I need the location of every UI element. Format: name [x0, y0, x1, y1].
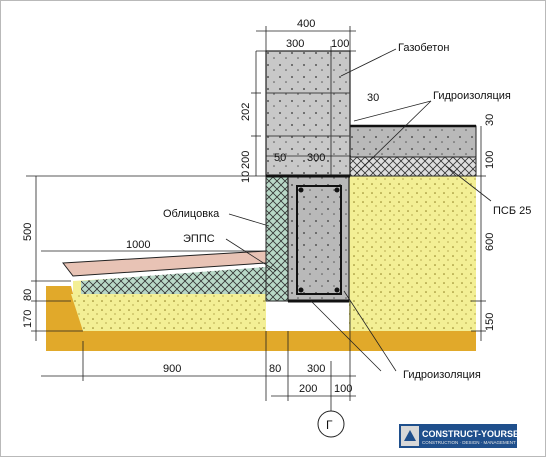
dim-400: 400 [297, 18, 315, 30]
dim-100-insul: 100 [331, 38, 349, 50]
dim-80-bottom: 80 [269, 363, 281, 375]
dim-100-right: 100 [484, 151, 496, 169]
dim-500: 500 [22, 223, 34, 241]
dim-600: 600 [484, 233, 496, 251]
label-oblitsovka: Облицовка [163, 208, 220, 220]
logo-subtitle: CONSTRUCTION · DESIGN · MANAGEMENT [422, 440, 516, 445]
dim-300-bottom: 300 [307, 363, 325, 375]
logo: CONSTRUCT-YOURSELF CONSTRUCTION · DESIGN… [399, 424, 531, 448]
axis-marker [317, 410, 345, 438]
rebar-cage [296, 185, 342, 295]
label-gidro-top: Гидроизоляция [433, 90, 511, 102]
dim-150: 150 [484, 313, 496, 331]
label-epps: ЭППС [183, 233, 215, 245]
dim-10: 10 [240, 171, 252, 183]
dim-300-block: 300 [286, 38, 304, 50]
dim-202: 202 [240, 103, 252, 121]
dimension-lines [26, 26, 486, 411]
dim-50: 50 [274, 152, 286, 164]
label-gidro-bottom: Гидроизоляция [403, 369, 481, 381]
soil-layer [46, 286, 476, 351]
dim-200-bottom: 200 [299, 383, 317, 395]
label-psb: ПСБ 25 [493, 205, 531, 217]
dim-300-beam: 300 [307, 152, 325, 164]
dim-30: 30 [367, 92, 379, 104]
dim-100-bottom: 100 [334, 383, 352, 395]
dim-1000: 1000 [126, 239, 150, 251]
label-gazobeton: Газобетон [398, 42, 449, 54]
dim-170: 170 [22, 310, 34, 328]
leader-lines [225, 48, 492, 372]
dim-900: 900 [163, 363, 181, 375]
dim-80: 80 [22, 289, 34, 301]
dim-30-right: 30 [484, 114, 496, 126]
dim-200: 200 [240, 151, 252, 169]
logo-title: CONSTRUCT-YOURSELF [422, 429, 531, 439]
axis-label: Г [326, 418, 333, 432]
